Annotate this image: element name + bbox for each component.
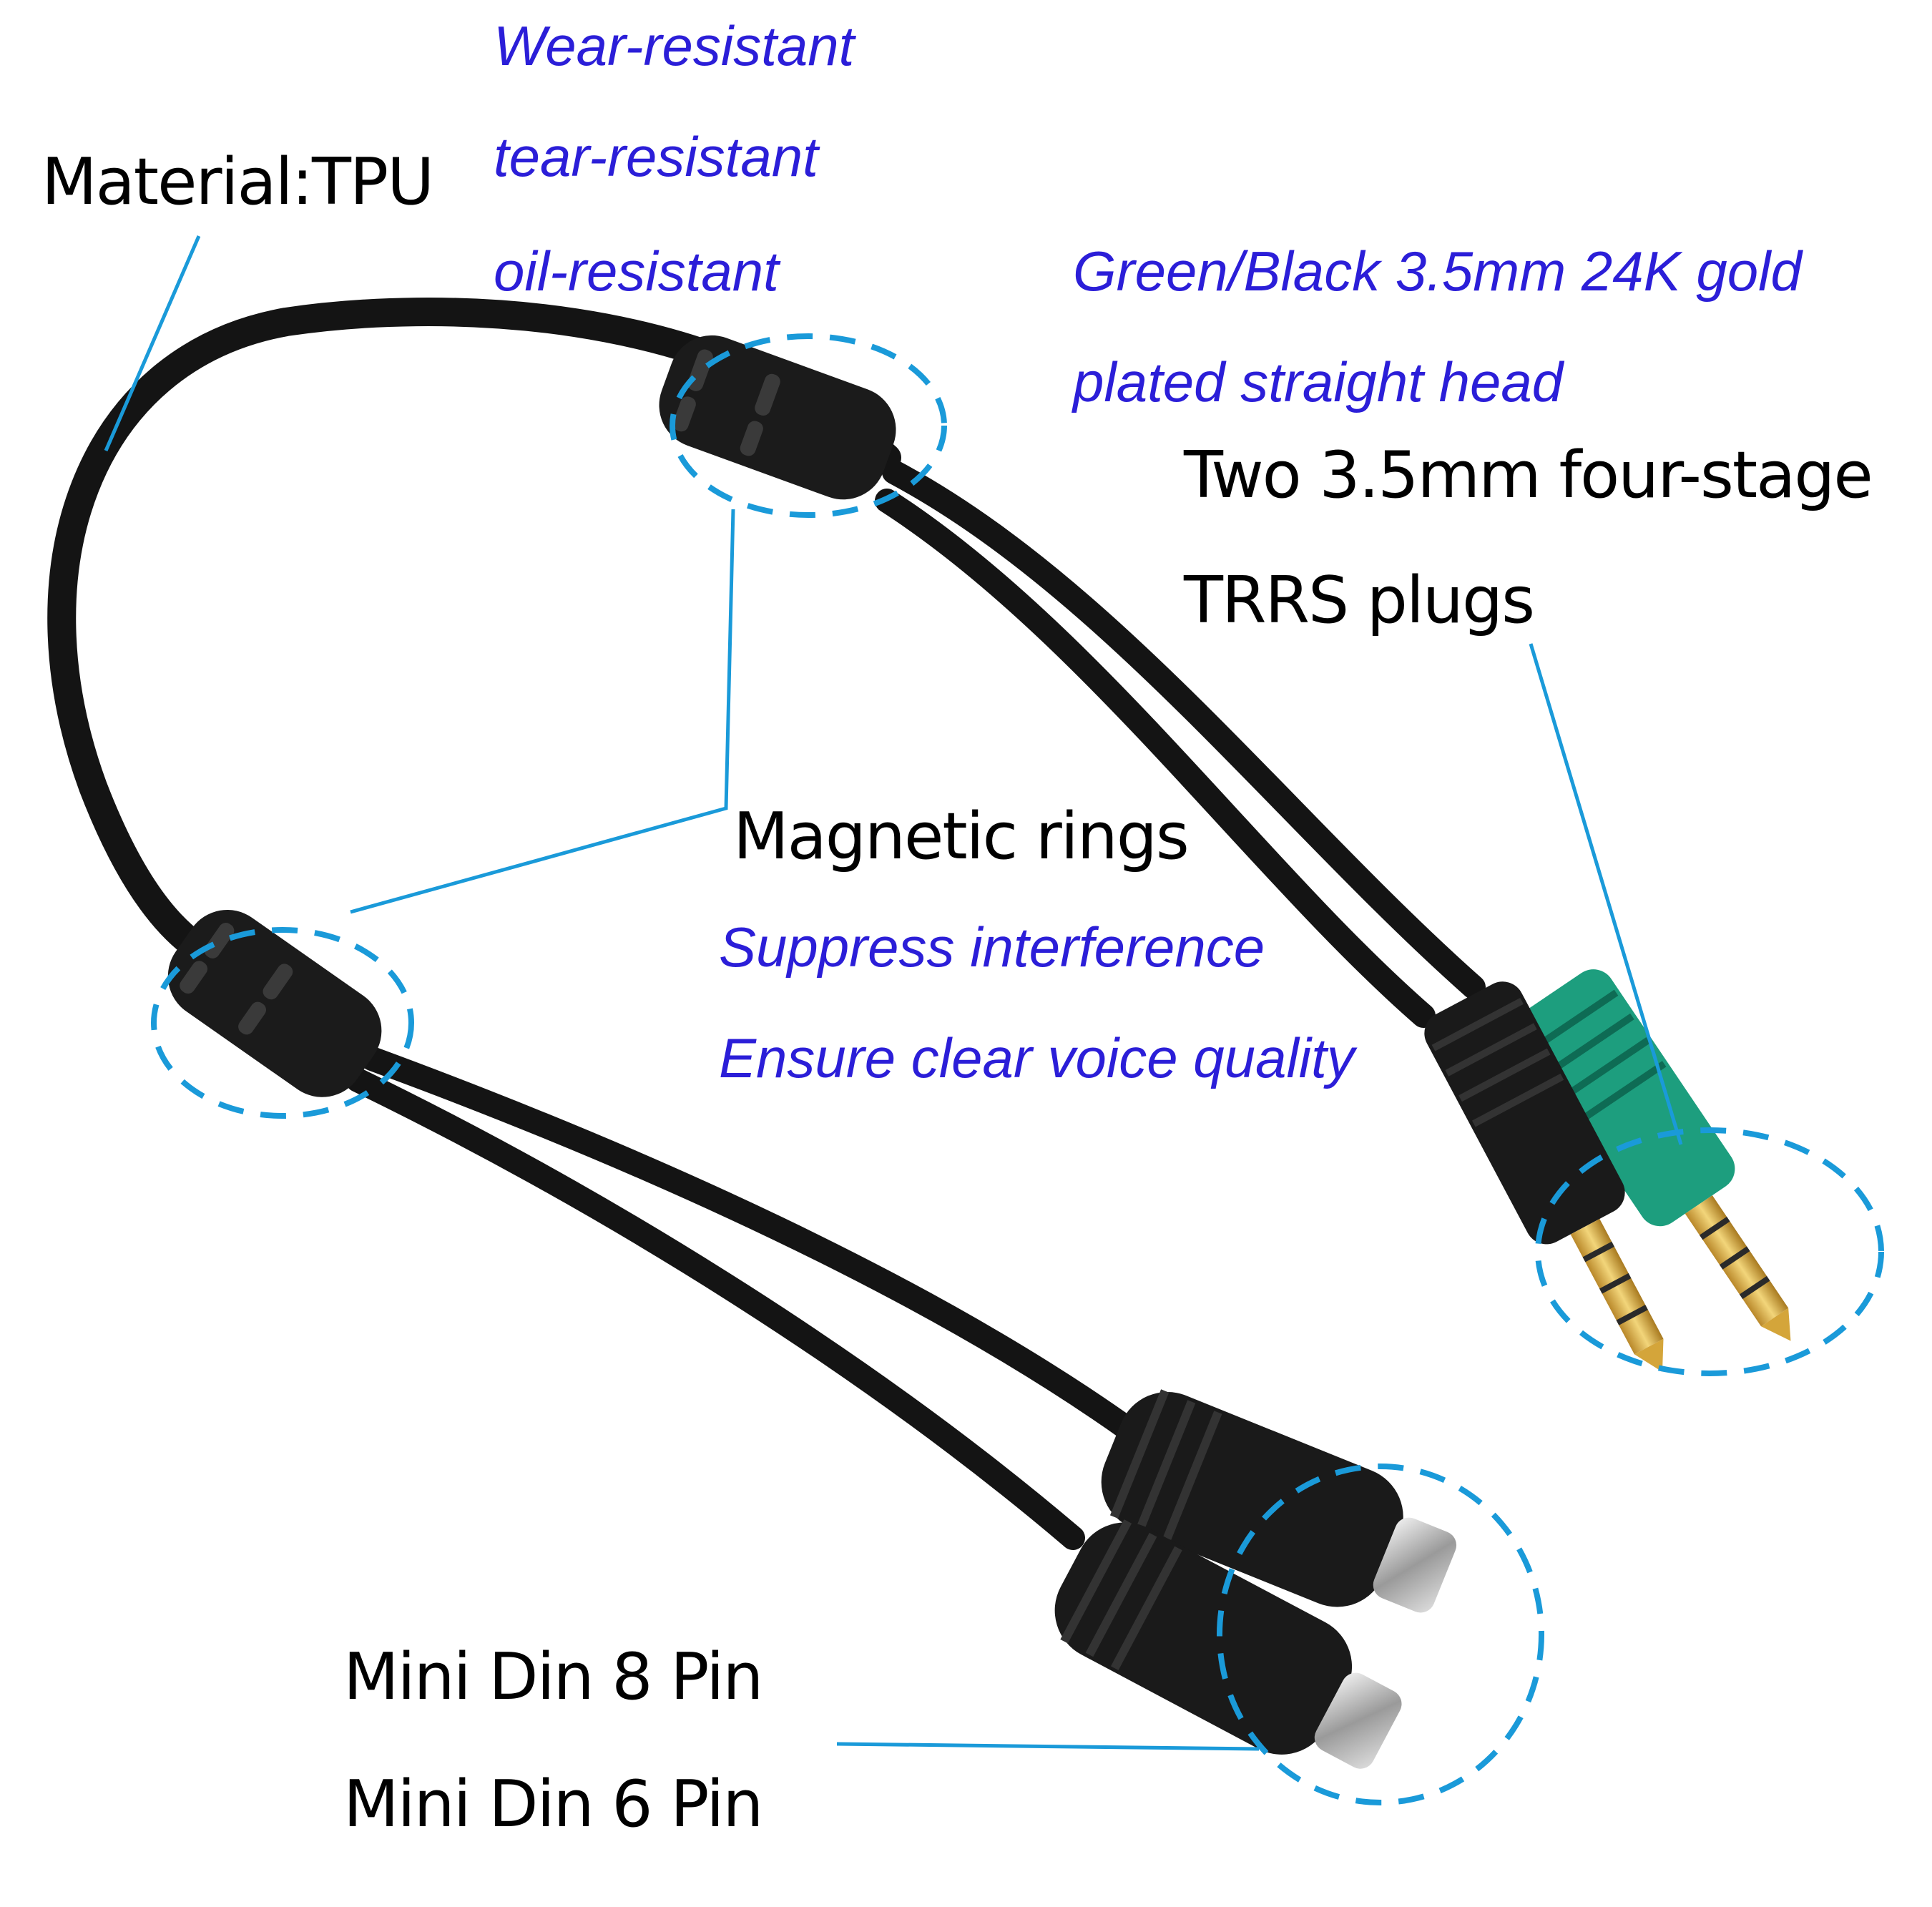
material-leader — [104, 235, 201, 451]
plug-leader — [1529, 643, 1683, 1145]
plug-finish-line1: Green/Black 3.5mm 24K gold — [1073, 240, 1802, 303]
magnetic-ring-upper — [659, 335, 896, 500]
leader-lines — [104, 235, 1683, 1751]
cable — [47, 298, 1486, 1550]
ferrite-lower-highlight — [151, 927, 414, 1119]
plug-finish-line2: plated straight head — [1073, 350, 1564, 413]
material-prop-oil: oil-resistant — [494, 240, 779, 303]
magnetic-ring-lower — [167, 909, 382, 1097]
plug-type-line1: Two 3.5mm four-stage — [1184, 438, 1873, 513]
din-leader — [836, 1742, 1260, 1751]
din-highlight — [1217, 1464, 1544, 1805]
material-prop-tear: tear-resistant — [494, 125, 818, 188]
plugs-highlight — [1535, 1127, 1884, 1376]
rings-leader — [350, 509, 735, 914]
mini-din-8-connector — [1101, 1389, 1457, 1613]
ferrite-upper-highlight — [670, 333, 947, 518]
highlight-ellipses — [151, 333, 1884, 1805]
rings-benefit-1: Suppress interference — [719, 916, 1265, 979]
green-trrs-plug — [1519, 969, 1791, 1341]
din-8-label: Mini Din 8 Pin — [343, 1639, 763, 1715]
rings-benefit-2: Ensure clear voice quality — [719, 1026, 1355, 1089]
rings-title: Magnetic rings — [733, 799, 1190, 874]
din-6-label: Mini Din 6 Pin — [343, 1767, 763, 1842]
black-trrs-plug — [1424, 981, 1664, 1372]
mini-din-6-connector — [1054, 1519, 1402, 1769]
plug-type-line2: TRRS plugs — [1184, 563, 1535, 638]
material-label: Material:TPU — [41, 144, 434, 220]
material-prop-wear: Wear-resistant — [494, 14, 855, 77]
